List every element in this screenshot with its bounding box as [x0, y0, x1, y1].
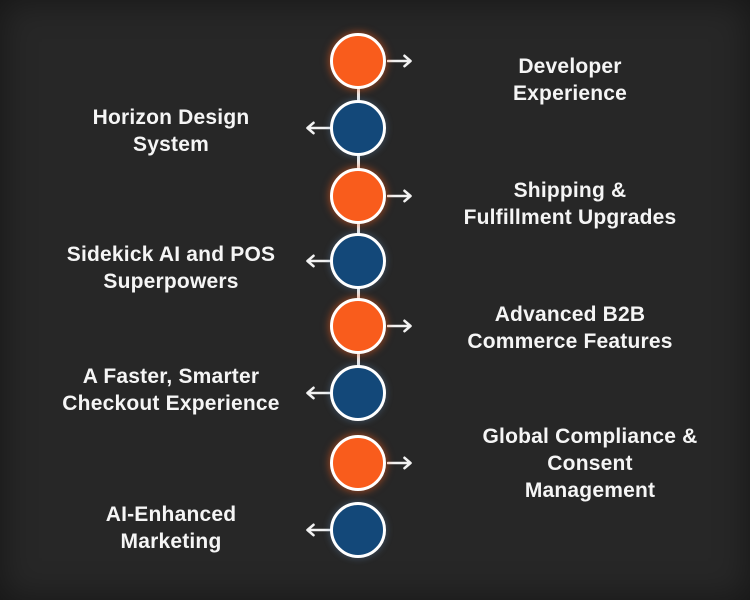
node-connector-line — [357, 351, 360, 368]
label-line: Experience — [512, 82, 628, 105]
arrow-left-icon — [306, 121, 331, 135]
node-connector-line — [357, 221, 360, 236]
label-line: Global Compliance & — [482, 425, 698, 448]
node-circle-b2b-commerce — [330, 298, 386, 354]
arrow-right-icon — [387, 189, 412, 203]
label-line: Horizon Design — [92, 106, 250, 129]
label-b2b-commerce: Advanced B2B Commerce Features — [430, 301, 710, 355]
node-circle-shipping-fulfillment — [330, 168, 386, 224]
node-circle-sidekick-ai-pos — [330, 233, 386, 289]
label-line: Superpowers — [103, 270, 239, 293]
label-checkout-experience: A Faster, Smarter Checkout Experience — [31, 363, 311, 417]
label-shipping-fulfillment: Shipping & Fulfillment Upgrades — [430, 177, 710, 231]
label-line: Developer — [518, 55, 622, 78]
label-sidekick-ai-pos: Sidekick AI and POS Superpowers — [31, 241, 311, 295]
arrow-right-icon — [387, 456, 412, 470]
node-connector-line — [357, 153, 360, 171]
arrow-right-icon — [387, 54, 412, 68]
label-line: Commerce Features — [467, 330, 673, 353]
arrow-left-icon — [306, 386, 331, 400]
label-line: AI-Enhanced — [105, 503, 237, 526]
label-horizon-design-system: Horizon Design System — [31, 104, 311, 158]
label-line: Management — [524, 479, 656, 502]
label-line: A Faster, Smarter — [82, 365, 260, 388]
node-connector-line — [357, 86, 360, 103]
label-line: Fulfillment Upgrades — [463, 206, 677, 229]
label-developer-experience: Developer Experience — [430, 53, 710, 107]
node-connector-line — [357, 286, 360, 301]
label-line: Consent — [547, 452, 633, 475]
arrow-right-icon — [387, 319, 412, 333]
label-line: Sidekick AI and POS — [66, 243, 276, 266]
node-circle-horizon-design-system — [330, 100, 386, 156]
arrow-left-icon — [306, 254, 331, 268]
label-global-compliance: Global Compliance & Consent Management — [450, 423, 730, 504]
arrow-left-icon — [306, 523, 331, 537]
node-circle-global-compliance — [330, 435, 386, 491]
node-circle-checkout-experience — [330, 365, 386, 421]
node-circle-developer-experience — [330, 33, 386, 89]
label-line: Shipping & — [513, 179, 627, 202]
node-circle-ai-marketing — [330, 502, 386, 558]
label-ai-marketing: AI-Enhanced Marketing — [31, 501, 311, 555]
label-line: Advanced B2B — [494, 303, 646, 326]
label-line: Marketing — [120, 530, 222, 553]
label-line: Checkout Experience — [62, 392, 280, 415]
label-line: System — [133, 133, 209, 156]
